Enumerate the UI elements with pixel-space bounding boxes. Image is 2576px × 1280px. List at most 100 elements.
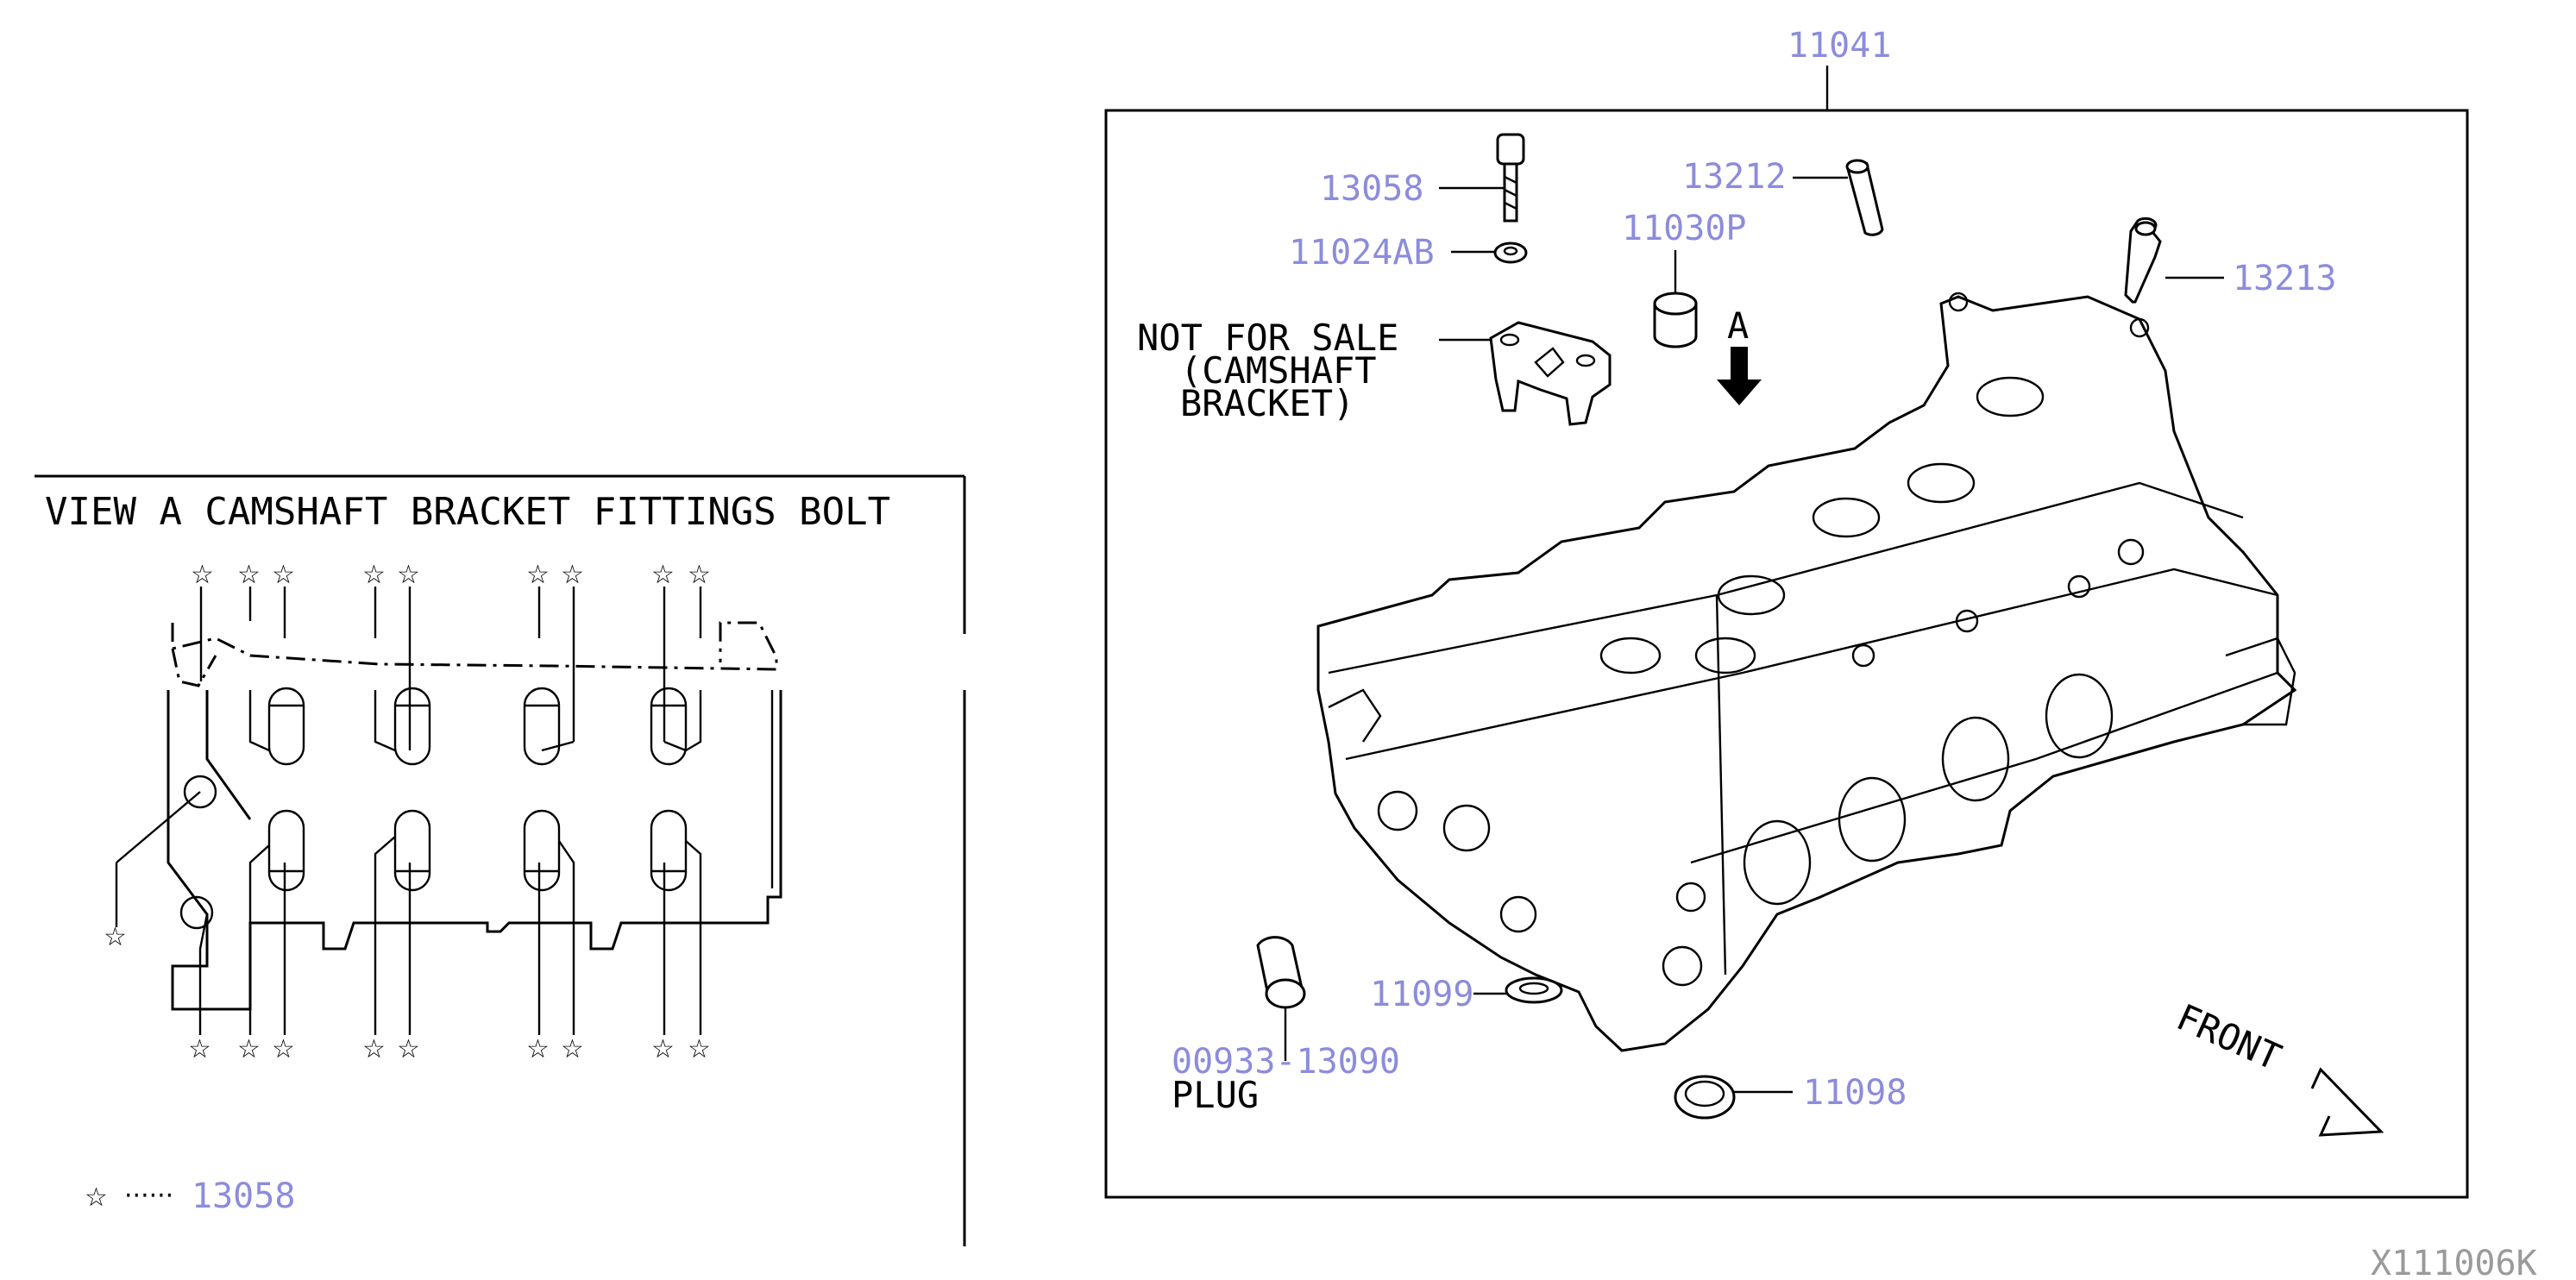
legend-star-icon: ☆ xyxy=(85,1183,108,1213)
part-number-guide-upper: 13212 xyxy=(1682,157,1786,197)
journal-3-lower xyxy=(523,809,561,892)
down-arrow-icon xyxy=(1717,347,1762,405)
head-rear-flange xyxy=(2225,637,2296,726)
front-indicator: FRONT xyxy=(2171,995,2384,1137)
star-icon: ☆ xyxy=(272,560,295,590)
side-hole xyxy=(1499,895,1537,933)
seal-11098 xyxy=(1674,1075,1793,1120)
port-opening xyxy=(1941,716,2010,802)
assembly-number: 11041 xyxy=(1787,26,1891,66)
main-assembly-panel: 11041 13058 11024AB 11030P 13 xyxy=(1104,26,2469,1199)
star-icon: ☆ xyxy=(237,1034,261,1064)
star-icon: ☆ xyxy=(651,560,675,590)
cylinder-head xyxy=(1316,292,2297,1052)
star-icon: ☆ xyxy=(688,560,711,590)
part-number-dowel: 11030P xyxy=(1622,209,1747,248)
bolt-thread xyxy=(1504,175,1517,210)
washer-11024ab xyxy=(1451,242,1528,264)
not-for-sale-line3: BRACKET) xyxy=(1180,382,1354,424)
head-inner-outline xyxy=(205,690,252,820)
valve-guide-13212 xyxy=(1793,159,1884,236)
seal-11099 xyxy=(1473,976,1563,1004)
bolt-head xyxy=(1496,133,1525,166)
star-icon: ☆ xyxy=(188,1034,211,1064)
bolt-boss xyxy=(2067,574,2091,599)
legend-dots: ······ xyxy=(124,1181,173,1211)
not-for-sale-line2: (CAMSHAFT xyxy=(1180,349,1377,392)
star-icon: ☆ xyxy=(651,1034,675,1064)
side-hole xyxy=(1662,945,1703,987)
left-bolt-circle-upper xyxy=(183,775,217,809)
part-number-plug: 00933-13090 xyxy=(1172,1042,1400,1082)
view-a-marker: A xyxy=(1727,304,1749,347)
star-icon: ☆ xyxy=(362,560,386,590)
cam-journal xyxy=(1694,637,1756,675)
view-a-title: VIEW A CAMSHAFT BRACKET FITTINGS BOLT xyxy=(45,490,890,534)
bracket-hole-right xyxy=(1575,354,1596,367)
part-number-seal-left: 11099 xyxy=(1370,975,1473,1014)
journal-2-lower xyxy=(393,809,431,892)
cam-journal xyxy=(1976,376,2045,417)
front-label: FRONT xyxy=(2171,995,2287,1078)
cam-journal xyxy=(1907,462,1976,504)
cam-journal xyxy=(1717,574,1786,616)
journal-4-lower xyxy=(650,809,688,892)
head-outline-dashdot xyxy=(171,621,778,671)
part-number-washer: 11024AB xyxy=(1289,233,1435,273)
port-opening xyxy=(2045,673,2114,759)
plug-00933-13090 xyxy=(1256,936,1306,1061)
bolt-boss xyxy=(2129,317,2150,338)
upper-star-markers: ☆ ☆ ☆ ☆ ☆ ☆ ☆ ☆ ☆ xyxy=(191,560,711,590)
lower-star-markers: ☆ ☆ ☆ ☆ ☆ ☆ ☆ ☆ ☆ ☆ xyxy=(104,922,711,1064)
washer-hole xyxy=(1503,246,1518,256)
cam-journal xyxy=(1812,497,1881,538)
left-bolt-circle-lower xyxy=(179,895,214,930)
part-number-bolt: 13058 xyxy=(1320,169,1423,209)
star-icon: ☆ xyxy=(688,1034,711,1064)
bolt-boss xyxy=(1851,643,1875,668)
upper-leader-lines xyxy=(199,587,702,750)
journal-1-lower xyxy=(267,809,305,892)
dowel-11030p xyxy=(1653,250,1698,348)
guide-right-top xyxy=(2134,221,2157,236)
head-deck-ridge xyxy=(1328,481,2244,675)
valve-guide-13213 xyxy=(2124,216,2224,304)
upper-leader-bends xyxy=(248,690,702,752)
legend-part-number: 13058 xyxy=(192,1176,295,1216)
port-opening xyxy=(1838,776,1907,863)
dowel-body xyxy=(1653,302,1698,348)
figure-code: X111006K xyxy=(2371,1244,2537,1280)
plug-face xyxy=(1265,978,1306,1009)
dowel-top xyxy=(1653,292,1698,316)
head-outline-left xyxy=(171,648,217,687)
part-number-guide-right: 13213 xyxy=(2233,259,2336,298)
star-icon: ☆ xyxy=(104,922,127,952)
bolt-13058 xyxy=(1439,133,1525,223)
journal-3-upper xyxy=(523,687,561,766)
journal-row-upper xyxy=(267,687,688,766)
seal-left-outer xyxy=(1505,976,1563,1004)
head-front-flange xyxy=(1328,688,1382,743)
star-icon: ☆ xyxy=(561,1034,584,1064)
guide-upper-body xyxy=(1846,162,1884,236)
front-arrow-icon xyxy=(2310,1067,2384,1137)
star-icon: ☆ xyxy=(397,560,420,590)
head-mid-ridge xyxy=(1345,568,2278,761)
bolt-boss xyxy=(1948,292,1969,312)
seal-left-inner xyxy=(1518,982,1549,995)
view-a-panel: VIEW A CAMSHAFT BRACKET FITTINGS BOLT xyxy=(35,474,966,1246)
view-a-arrow: A xyxy=(1717,304,1762,405)
head-port-ridge xyxy=(1690,671,2278,864)
star-icon: ☆ xyxy=(526,560,550,590)
star-icon: ☆ xyxy=(526,1034,550,1064)
bolt-boss xyxy=(1955,609,1979,633)
journal-2-upper xyxy=(393,687,431,766)
star-icon: ☆ xyxy=(362,1034,386,1064)
star-icon: ☆ xyxy=(272,1034,295,1064)
star-icon: ☆ xyxy=(237,560,261,590)
left-leader-diag xyxy=(116,791,201,863)
side-hole xyxy=(1442,804,1491,852)
seal-bottom-inner xyxy=(1684,1080,1725,1107)
part-number-seal-bottom: 11098 xyxy=(1803,1073,1907,1113)
